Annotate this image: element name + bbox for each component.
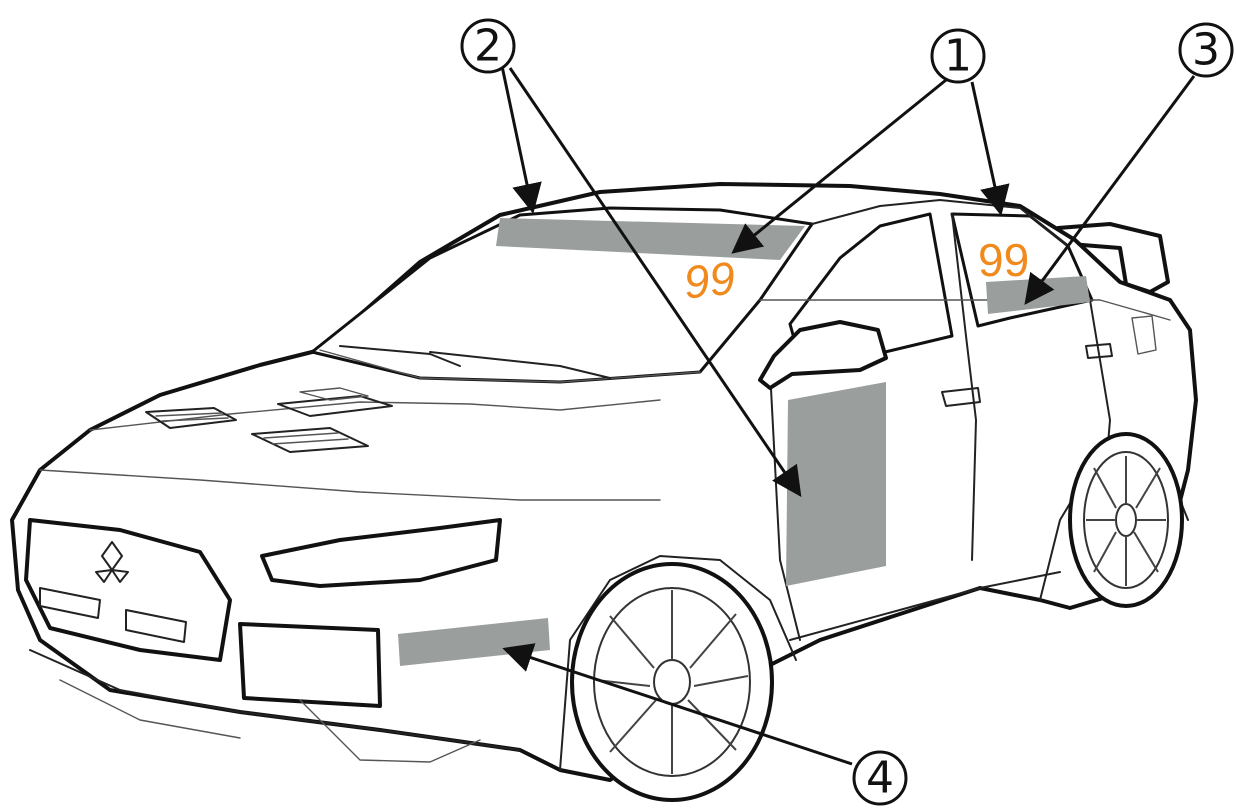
door-panel-decal bbox=[786, 382, 886, 586]
callout-4: 4 bbox=[854, 752, 906, 804]
callout-1: 1 bbox=[932, 30, 984, 82]
rear-window-race-number: 99 bbox=[978, 234, 1029, 286]
callout-2: 2 bbox=[462, 20, 514, 72]
callout-2-label: 2 bbox=[474, 21, 502, 72]
callout-3-label: 3 bbox=[1192, 25, 1220, 76]
callout-1-label: 1 bbox=[944, 31, 972, 82]
callout-3: 3 bbox=[1180, 24, 1232, 76]
callout-4-label: 4 bbox=[866, 753, 894, 804]
rear-wheel bbox=[1070, 434, 1182, 606]
license-plate bbox=[240, 624, 380, 706]
windshield-race-number: 99 bbox=[681, 252, 737, 309]
